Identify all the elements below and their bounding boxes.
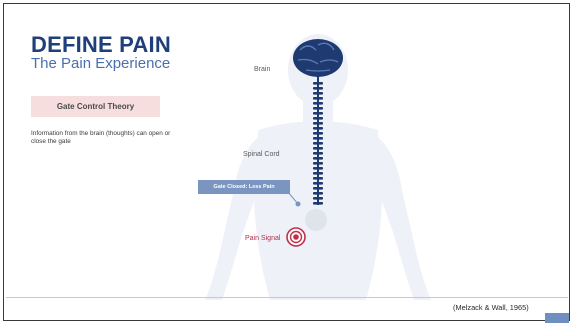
vertebra (313, 82, 323, 85)
vertebra (313, 107, 323, 110)
vertebra (313, 152, 323, 155)
pain-signal-label: Pain Signal (245, 235, 280, 242)
bottom-divider (6, 297, 568, 298)
vertebra (313, 97, 323, 100)
vertebra (313, 162, 323, 165)
vertebra (313, 117, 323, 120)
vertebra (313, 102, 323, 105)
vertebra (313, 127, 323, 130)
vertebra (313, 192, 323, 195)
vertebra (313, 172, 323, 175)
citation: (Melzack & Wall, 1965) (453, 303, 529, 312)
vertebra (313, 177, 323, 180)
vertebra (313, 157, 323, 160)
vertebra (313, 132, 323, 135)
gate-circle (305, 209, 327, 231)
brain-label: Brain (254, 66, 270, 73)
vertebra (313, 202, 323, 205)
vertebra (313, 142, 323, 145)
vertebra (313, 137, 323, 140)
pain-signal-icon (287, 228, 305, 246)
spinal-cord-label: Spinal Cord (243, 151, 280, 158)
vertebra (313, 112, 323, 115)
vertebra (313, 167, 323, 170)
vertebra (313, 92, 323, 95)
gate-status-box: Gate Closed: Less Pain (198, 180, 290, 194)
vertebra (313, 87, 323, 90)
gate-status-label: Gate Closed: Less Pain (213, 184, 274, 190)
vertebra (313, 187, 323, 190)
gate-connector-dot (296, 202, 301, 207)
brain-icon (293, 39, 343, 77)
vertebra (313, 147, 323, 150)
vertebra (313, 122, 323, 125)
corner-accent (545, 313, 569, 323)
vertebra (313, 182, 323, 185)
vertebra (313, 197, 323, 200)
